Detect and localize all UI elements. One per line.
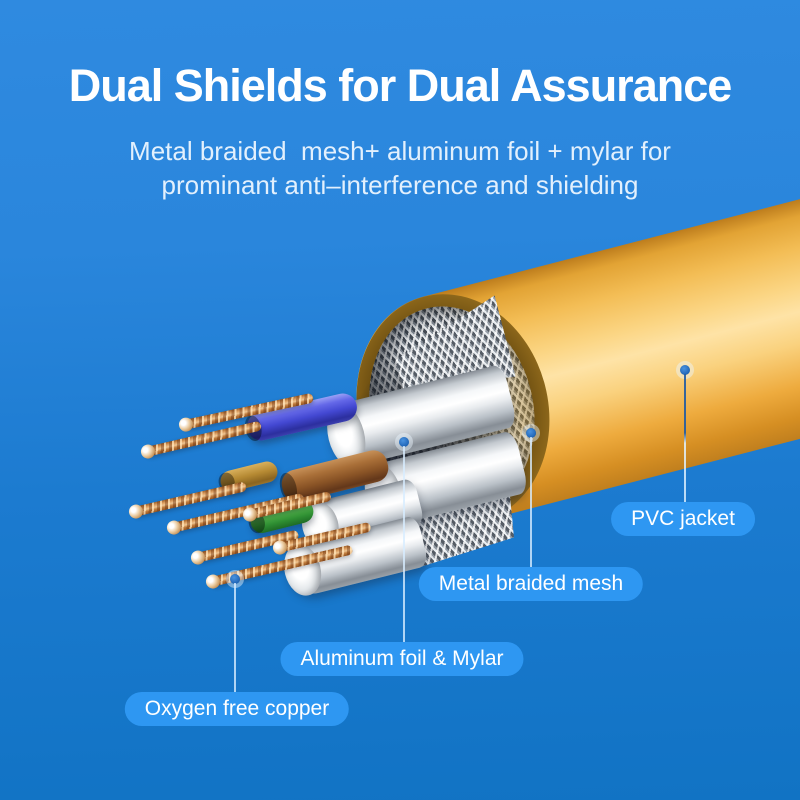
label-pvc-jacket: PVC jacket — [611, 502, 755, 536]
subtitle-line-2: prominant anti–interference and shieldin… — [161, 170, 639, 200]
callout-dot-metal-braided-mesh — [526, 428, 536, 438]
subtitle-line-1: Metal braided mesh+ aluminum foil + myla… — [129, 136, 671, 166]
callout-dot-aluminum-foil-mylar — [399, 437, 409, 447]
callout-line-metal-braided-mesh — [530, 437, 532, 567]
callout-line-aluminum-foil-mylar — [403, 446, 405, 642]
label-oxygen-free-copper: Oxygen free copper — [124, 692, 350, 726]
callout-dot-pvc-jacket — [680, 365, 690, 375]
callout-line-oxygen-free-copper — [234, 583, 236, 692]
page-title: Dual Shields for Dual Assurance — [68, 60, 733, 111]
callout-dot-oxygen-free-copper — [230, 574, 240, 584]
label-aluminum-foil-mylar: Aluminum foil & Mylar — [280, 642, 524, 676]
label-metal-braided-mesh: Metal braided mesh — [418, 567, 644, 601]
callout-line-pvc-jacket — [684, 374, 686, 502]
